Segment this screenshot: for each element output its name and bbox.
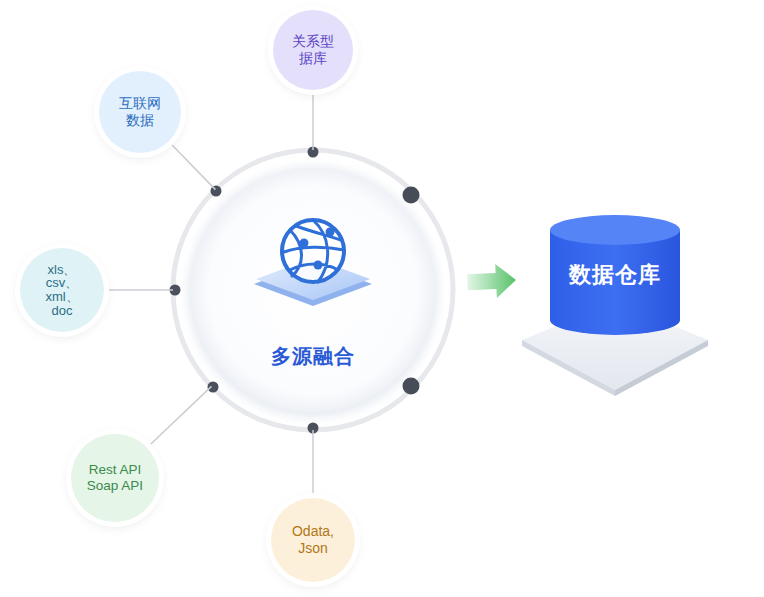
source-circle: 互联网 数据 — [99, 71, 181, 153]
globe-lines — [284, 220, 344, 282]
data-warehouse: 数据仓库 — [550, 215, 680, 335]
node-label: Odata, Json — [287, 523, 339, 557]
connector-line — [172, 145, 215, 190]
fusion-hub: 多源融合 — [173, 150, 453, 430]
globe-icon — [254, 220, 372, 306]
source-circle: xls、 csv、 xml、 doc — [20, 248, 104, 332]
ring-dot-large — [403, 378, 420, 395]
source-circle: Odata, Json — [271, 498, 355, 582]
node-label: xls、 csv、 xml、 doc — [42, 263, 82, 318]
cylinder-body — [550, 230, 680, 335]
cylinder-top — [550, 215, 680, 245]
connector-line — [151, 386, 212, 444]
outer-ring — [173, 150, 453, 430]
flow-arrow — [467, 264, 516, 298]
connector-line — [312, 430, 314, 493]
source-circle: Rest API Soap API — [71, 434, 160, 523]
connector-line — [312, 95, 314, 150]
cylinder-base-side — [615, 340, 708, 396]
source-circle: 关系型 据库 — [273, 10, 353, 90]
database-cylinder — [522, 215, 708, 396]
node-label: 互联网 数据 — [117, 95, 163, 129]
disk-shadow — [187, 166, 439, 418]
ring-dot-large — [403, 187, 420, 204]
globe — [282, 220, 344, 282]
node-label: 关系型 据库 — [290, 33, 336, 67]
node-label: 多源融合 — [173, 344, 453, 368]
cylinder-base-side — [522, 340, 615, 396]
globe-dot — [300, 239, 309, 248]
globe-dot — [314, 261, 323, 270]
connector-line — [109, 289, 173, 291]
ring-dot — [208, 382, 219, 393]
inner-disk — [191, 168, 435, 412]
node-label: Rest API Soap API — [79, 462, 151, 494]
node-label: 数据仓库 — [569, 262, 661, 288]
globe-dot — [326, 228, 335, 237]
